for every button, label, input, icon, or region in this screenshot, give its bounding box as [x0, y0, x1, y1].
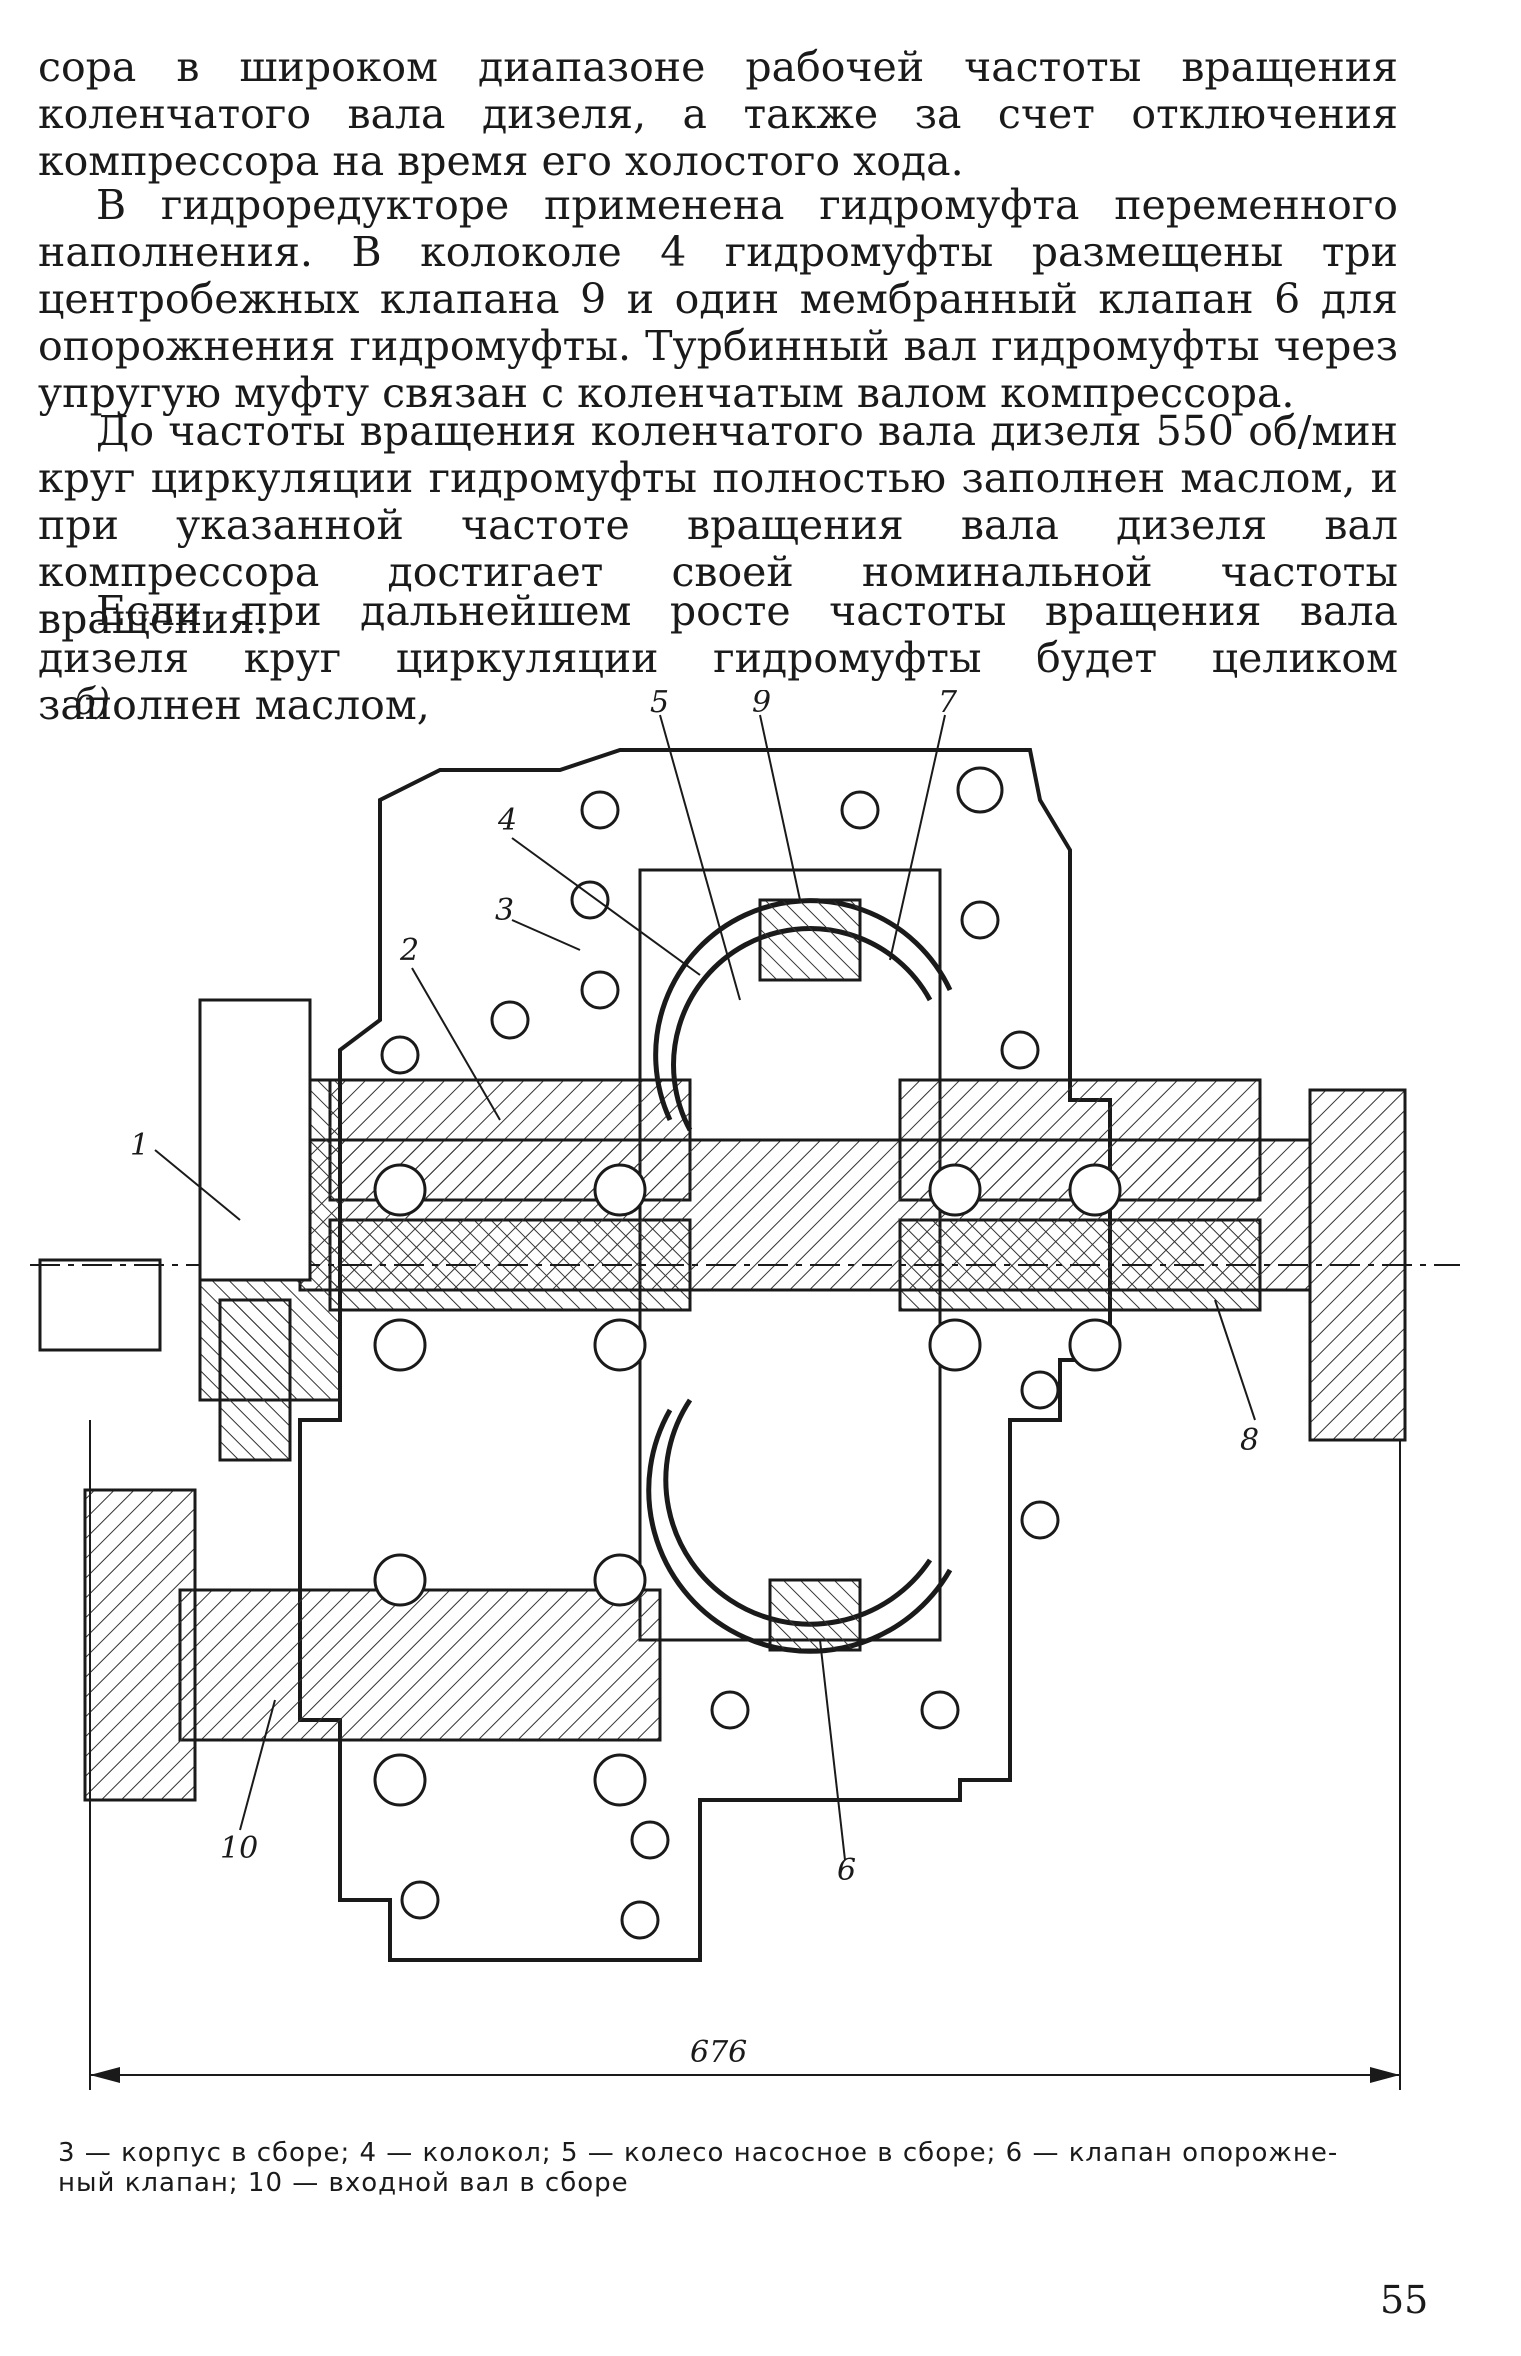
label-9: 9	[752, 690, 771, 720]
label-1: 1	[130, 1128, 149, 1163]
label-4: 4	[497, 803, 517, 838]
paragraph: сора в широком диапазоне рабочей частоты…	[38, 43, 1398, 185]
label-5: 5	[650, 690, 669, 720]
caption-line: 3 — корпус в сборе; 4 — колокол; 5 — кол…	[58, 2138, 1339, 2168]
figure-caption: 3 — корпус в сборе; 4 — колокол; 5 — кол…	[58, 2138, 1478, 2198]
label-3: 3	[495, 893, 514, 928]
figure-letter: б)	[74, 682, 111, 723]
page-number: 55	[1380, 2278, 1429, 2322]
dimension-label: 676	[690, 2035, 747, 2070]
label-10: 10	[220, 1831, 258, 1866]
paragraph: В гидроредукторе применена гидромуфта пе…	[38, 181, 1398, 417]
label-2: 2	[399, 933, 419, 968]
technical-drawing: 1 2 3 4 5 6 7 8 9 10 676	[30, 690, 1460, 2090]
label-6: 6	[837, 1853, 856, 1888]
paragraph: До частоты вращения коленчатого вала диз…	[38, 407, 1398, 643]
label-7: 7	[938, 690, 958, 720]
label-8: 8	[1240, 1423, 1259, 1458]
paragraph: Если при дальнейшем росте частоты вращен…	[38, 587, 1398, 729]
caption-line: ный клапан; 10 — входной вал в сборе	[58, 2168, 629, 2198]
